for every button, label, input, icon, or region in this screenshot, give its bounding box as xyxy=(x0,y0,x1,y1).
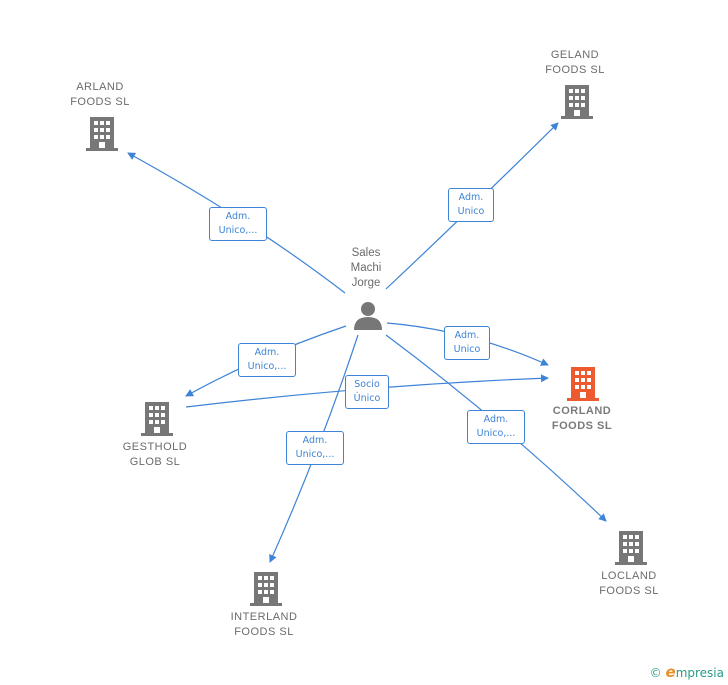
edge-label-locland: Adm. Unico,... xyxy=(467,410,525,444)
edge-label-corland-person: Adm. Unico xyxy=(444,326,490,360)
brand-initial: e xyxy=(665,663,676,681)
copyright-symbol: © xyxy=(649,666,662,680)
person-name[interactable]: Sales Machi Jorge xyxy=(350,247,382,289)
company-name-corland[interactable]: CORLAND FOODS SL xyxy=(551,405,613,432)
edge-label-interland: Adm. Unico,... xyxy=(286,431,344,465)
company-name-gesthold[interactable]: GESTHOLD GLOB SL xyxy=(122,441,188,468)
company-name-arland[interactable]: ARLAND FOODS SL xyxy=(70,81,130,108)
edge-label-corland-gesthold: Socio Único xyxy=(345,375,389,409)
company-name-interland[interactable]: INTERLAND FOODS SL xyxy=(230,611,298,638)
edge-label-arland: Adm. Unico,... xyxy=(209,207,267,241)
company-name-locland[interactable]: LOCLAND FOODS SL xyxy=(599,570,659,597)
edge-label-gesthold: Adm. Unico,... xyxy=(238,343,296,377)
person-icon[interactable] xyxy=(353,300,383,330)
brand-name: mpresia xyxy=(675,666,724,680)
building-icon[interactable] xyxy=(615,529,647,565)
brand-footer[interactable]: © empresia xyxy=(650,663,724,681)
building-icon[interactable] xyxy=(86,115,118,151)
building-icon-focus[interactable] xyxy=(567,365,599,401)
edge-label-geland: Adm. Unico xyxy=(448,188,494,222)
building-icon[interactable] xyxy=(141,400,173,436)
building-icon[interactable] xyxy=(561,83,593,119)
company-name-geland[interactable]: GELAND FOODS SL xyxy=(545,49,605,76)
building-icon[interactable] xyxy=(250,570,282,606)
